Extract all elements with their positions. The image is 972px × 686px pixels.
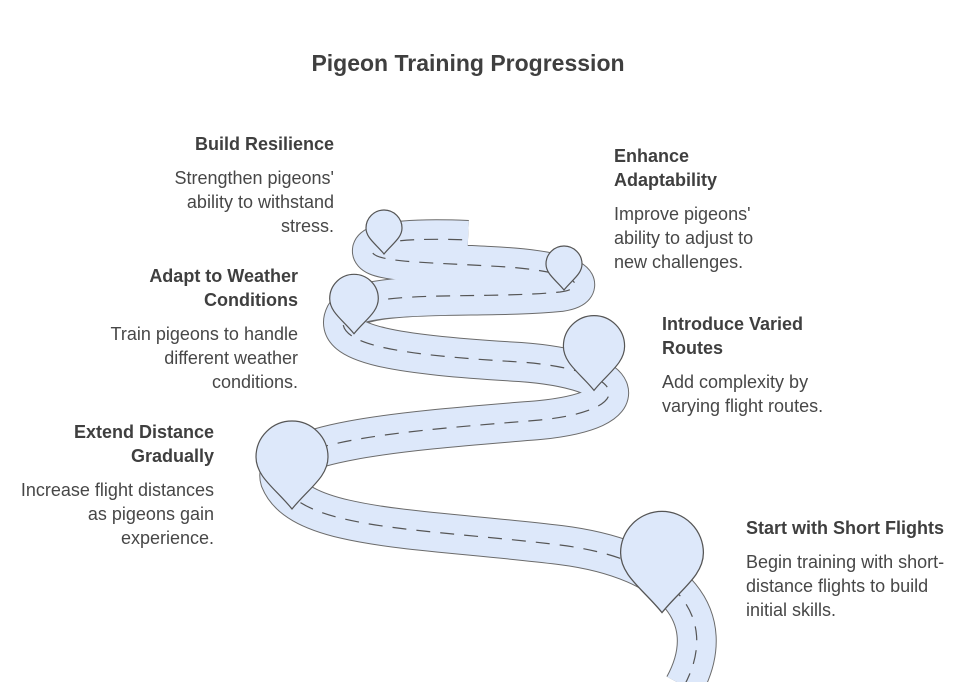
- step-description: Strengthen pigeons' ability to withstand…: [174, 168, 334, 236]
- marker-pin-1: [365, 209, 403, 255]
- marker-pin-5: [255, 420, 329, 510]
- step-enhance-adaptability: Enhance Adaptability Improve pigeons' ab…: [614, 144, 784, 274]
- step-heading: Extend Distance Gradually: [73, 422, 214, 466]
- step-description: Begin training with short-distance fligh…: [746, 552, 945, 620]
- step-description: Increase flight distances as pigeons gai…: [20, 480, 214, 548]
- step-description: Improve pigeons' ability to adjust to ne…: [614, 204, 754, 272]
- step-description: Train pigeons to handle different weathe…: [110, 324, 298, 392]
- step-extend-distance: Extend Distance Gradually Increase fligh…: [20, 420, 214, 550]
- step-short-flights: Start with Short Flights Begin training …: [746, 516, 946, 622]
- step-heading: Introduce Varied Routes: [662, 314, 804, 358]
- marker-pin-4: [562, 315, 626, 392]
- step-description: Add complexity by varying flight routes.: [662, 372, 824, 416]
- marker-pin-2: [545, 245, 583, 291]
- step-build-resilience: Build Resilience Strengthen pigeons' abi…: [130, 132, 334, 238]
- step-heading: Build Resilience: [194, 134, 334, 154]
- road-fill: [260, 220, 716, 686]
- marker-pin-6: [619, 510, 705, 614]
- step-adapt-weather: Adapt to Weather Conditions Train pigeon…: [110, 264, 298, 394]
- step-varied-routes: Introduce Varied Routes Add complexity b…: [662, 312, 862, 418]
- marker-pin-3: [329, 273, 379, 335]
- step-heading: Enhance Adaptability: [614, 146, 718, 190]
- step-heading: Start with Short Flights: [746, 518, 944, 538]
- step-heading: Adapt to Weather Conditions: [149, 266, 298, 310]
- diagram-title: Pigeon Training Progression: [311, 50, 625, 76]
